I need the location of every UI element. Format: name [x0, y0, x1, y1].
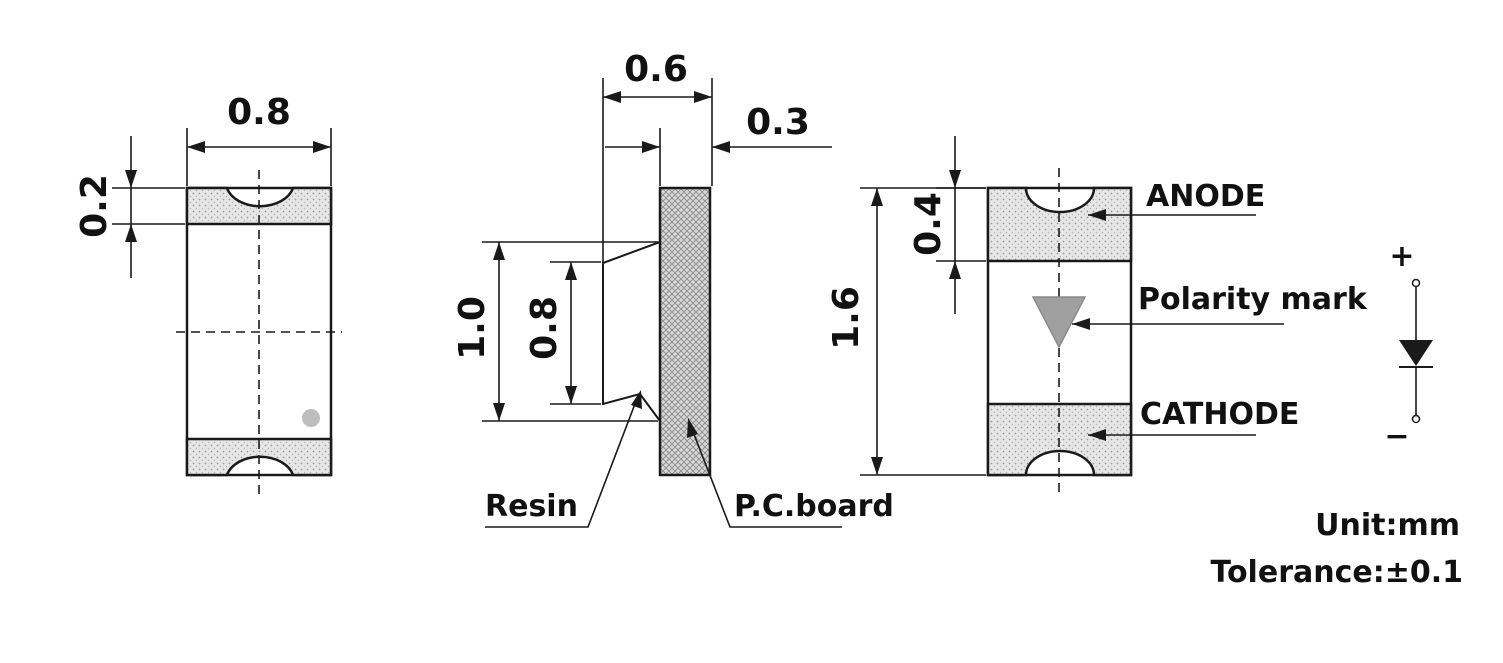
bottom-view: 0.4 1.6 ANODE Polarity mark CATHODE — [826, 136, 1368, 495]
notes: Unit:mm Tolerance:±0.1 — [1210, 508, 1463, 590]
dim-pcb-thickness: 0.3 — [746, 102, 810, 143]
callout-anode: ANODE — [1146, 179, 1265, 214]
symbol-plus: + — [1389, 239, 1414, 274]
side-view-resin — [602, 241, 661, 422]
diode-symbol: + − — [1384, 239, 1433, 454]
callout-resin: Resin — [485, 489, 578, 524]
note-tolerance: Tolerance:±0.1 — [1210, 555, 1463, 590]
callout-polarity: Polarity mark — [1138, 282, 1368, 317]
dim-side-width: 0.6 — [624, 49, 688, 90]
diode-triangle — [1399, 340, 1433, 366]
dim-side-height: 1.0 — [452, 296, 493, 360]
dim-pad-height: 0.2 — [74, 174, 115, 238]
dim-top-width: 0.8 — [227, 92, 291, 133]
dim-total-length: 1.6 — [826, 286, 867, 350]
callout-pcb: P.C.board — [734, 489, 894, 524]
side-view: 0.6 0.3 1.0 0.8 Resin P.C.board — [452, 49, 894, 528]
dim-resin-height: 0.8 — [524, 296, 565, 360]
dim-anode-pad-height: 0.4 — [908, 192, 949, 256]
top-view-marker-dot — [302, 409, 320, 427]
note-unit: Unit:mm — [1315, 508, 1460, 543]
polarity-mark-triangle — [1031, 296, 1087, 349]
bottom-view-anode-pad — [986, 186, 1133, 263]
top-view: 0.8 0.2 — [74, 92, 342, 495]
callout-cathode: CATHODE — [1140, 397, 1299, 432]
symbol-minus: − — [1384, 419, 1409, 454]
top-view-pad-upper — [185, 186, 333, 226]
side-view-pcb — [658, 186, 712, 477]
top-view-pad-lower — [185, 437, 333, 477]
